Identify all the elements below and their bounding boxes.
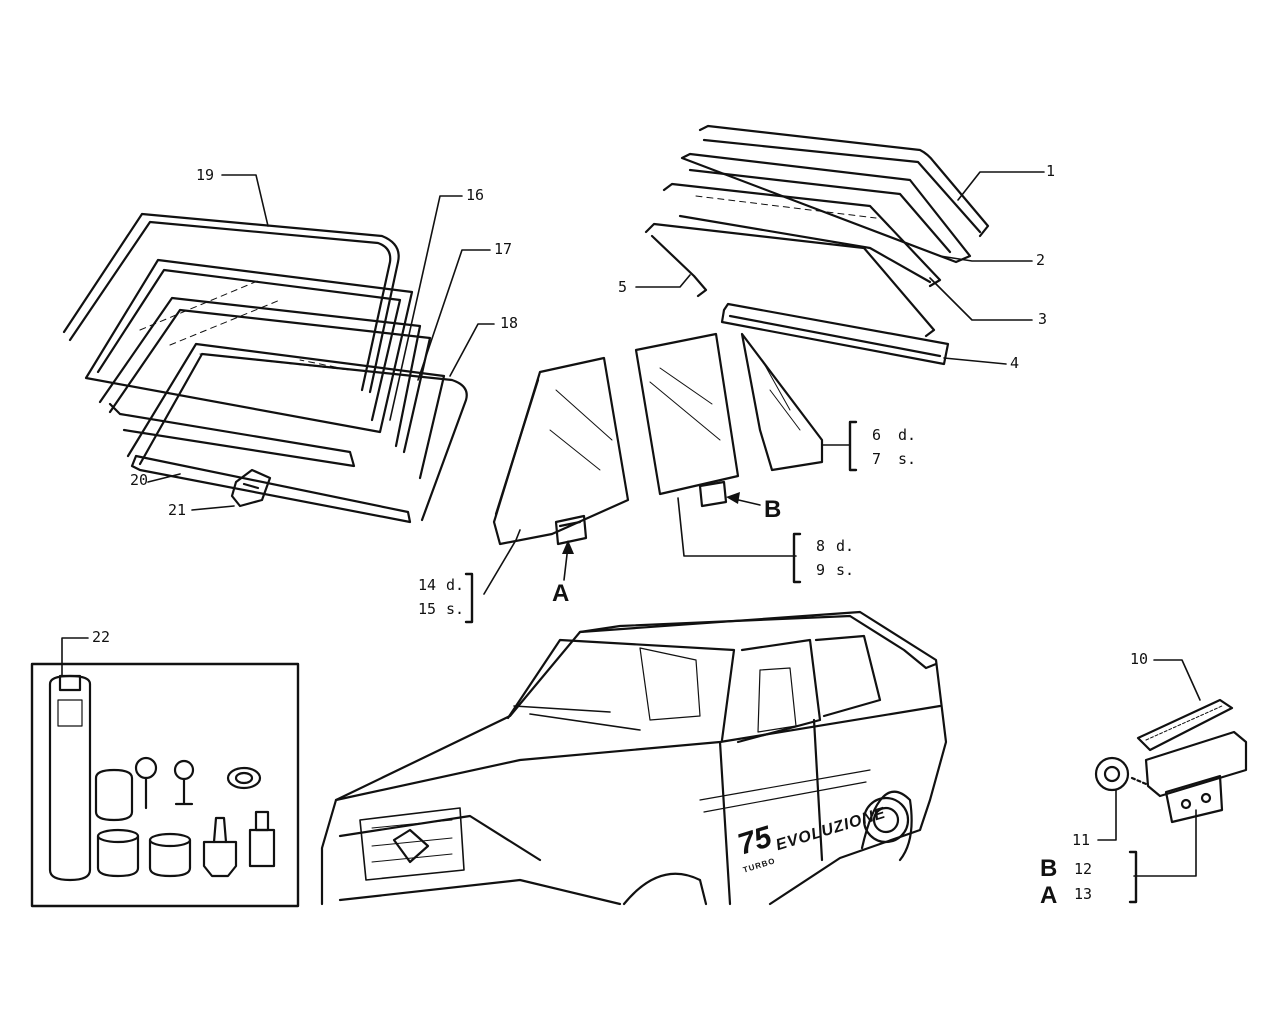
arrow-a-head	[562, 540, 574, 554]
callout-1: 1	[1046, 162, 1056, 180]
callout-14: 14	[418, 576, 437, 594]
quarter-glass-6-7	[740, 332, 824, 472]
windscreen-glass	[84, 258, 414, 434]
leader-11	[1097, 789, 1117, 841]
callout-3: 3	[1038, 310, 1048, 328]
callout-10: 10	[1130, 650, 1149, 668]
suffix-15-left: s.	[446, 600, 465, 618]
leader-10	[1153, 659, 1201, 701]
leader-16	[389, 195, 463, 421]
leader-18	[449, 323, 495, 377]
suffix-8-right: d.	[836, 537, 855, 555]
window-clip-12-13	[1144, 730, 1248, 824]
leader-19	[221, 174, 269, 227]
callout-11: 11	[1072, 831, 1091, 849]
leader-5	[635, 274, 691, 288]
suffix-14-right: d.	[446, 576, 465, 594]
callout-15: 15	[418, 600, 437, 618]
callout-5: 5	[618, 278, 628, 296]
callout-8: 8	[816, 537, 826, 555]
leader-21	[191, 505, 235, 511]
callout-9: 9	[816, 561, 826, 579]
rear-window-seal-5	[644, 222, 936, 338]
windscreen-seal-16	[98, 296, 432, 454]
guide-strip-10	[1136, 698, 1234, 752]
callout-6: 6	[872, 426, 882, 444]
leader-4	[943, 357, 1007, 365]
leader-20	[147, 473, 181, 483]
callout-17: 17	[494, 240, 513, 258]
callout-20: 20	[130, 471, 149, 489]
detail-letter-a-13: A	[1040, 882, 1058, 909]
callout-18: 18	[500, 314, 519, 332]
leader-1	[957, 171, 1045, 201]
bracket-12-13	[1128, 850, 1138, 904]
callout-13: 13	[1074, 885, 1093, 903]
windscreen-seal-outer-19	[62, 212, 400, 394]
callout-16: 16	[466, 186, 485, 204]
callout-4: 4	[1010, 354, 1020, 372]
callout-19: 19	[196, 166, 215, 184]
suffix-9-left: s.	[836, 561, 855, 579]
rear-window-trim-4	[720, 302, 950, 366]
windscreen-trim-18	[138, 352, 468, 522]
suffix-6-right: d.	[898, 426, 917, 444]
leader-3	[929, 277, 1033, 321]
rear-door-glass-8-9	[634, 332, 740, 508]
detail-letter-a: A	[552, 580, 570, 607]
sealant-kit-22	[30, 662, 300, 908]
callout-12: 12	[1074, 860, 1093, 878]
leader-12-13	[1133, 809, 1197, 877]
rear-glass-2	[680, 152, 972, 264]
bushing-11	[1094, 756, 1148, 792]
callout-2: 2	[1036, 251, 1046, 269]
callout-21: 21	[168, 501, 187, 519]
windscreen-seal-17	[126, 342, 446, 480]
detail-letter-b-12: B	[1040, 855, 1058, 882]
leader-8-9	[677, 497, 797, 557]
molding-clip-21	[230, 468, 272, 508]
arrow-b-head	[726, 492, 740, 504]
leader-17	[417, 249, 491, 381]
rear-window-seal-1	[698, 124, 990, 238]
detail-letter-b: B	[764, 496, 782, 523]
bracket-6-7	[848, 420, 858, 472]
leader-14-15	[483, 529, 521, 595]
bracket-8-9	[792, 532, 802, 584]
car-illustration	[320, 610, 948, 906]
leader-22	[61, 637, 89, 677]
suffix-7-left: s.	[898, 450, 917, 468]
windscreen-lower-molding-20	[108, 402, 412, 524]
callout-22: 22	[92, 628, 111, 646]
bracket-14-15	[464, 572, 474, 624]
rear-window-seal-3	[662, 182, 942, 288]
callout-7: 7	[872, 450, 882, 468]
leader-2	[939, 255, 1033, 262]
front-door-glass-14-15	[492, 356, 630, 546]
